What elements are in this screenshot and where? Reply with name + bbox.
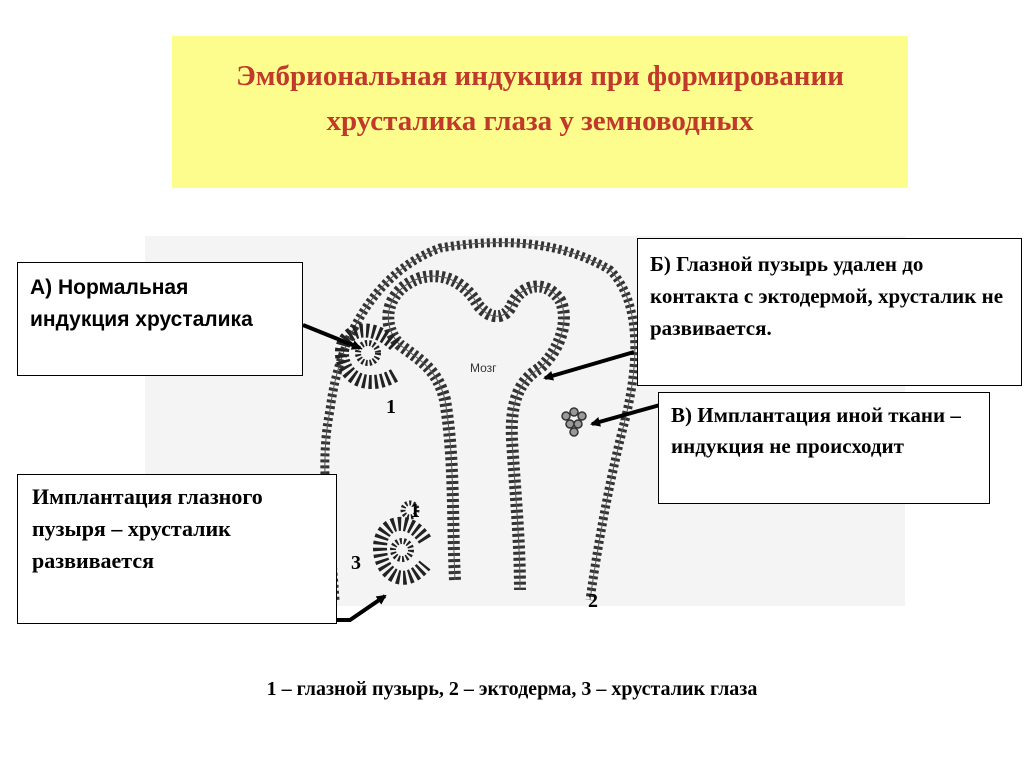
page-title: Эмбриональная индукция при формировании … bbox=[236, 60, 844, 137]
arrow-implant bbox=[336, 594, 387, 622]
brain-label: Мозг bbox=[470, 361, 497, 375]
neural-tube-line bbox=[387, 275, 565, 591]
lens-top bbox=[355, 340, 381, 366]
legend: 1 – глазной пузырь, 2 – эктодерма, 3 – х… bbox=[266, 678, 758, 700]
lens-implant bbox=[390, 538, 414, 562]
label-3: 3 bbox=[351, 552, 361, 574]
title-banner: Эмбриональная индукция при формировании … bbox=[172, 36, 908, 188]
arrow-v bbox=[590, 403, 661, 427]
arrow-a bbox=[302, 323, 362, 350]
box-normal-induction: А) Нормальная индукция хрусталика bbox=[17, 262, 303, 376]
box-eye-vesicle-removed: Б) Глазной пузырь удален до контакта с э… bbox=[637, 238, 1022, 386]
ectoderm-outer-line bbox=[324, 242, 636, 601]
box-other-tissue-implant: В) Имплантация иной ткани – индукция не … bbox=[658, 392, 990, 504]
other-tissue-cluster bbox=[561, 407, 587, 437]
arrow-b bbox=[543, 350, 635, 381]
optic-vesicle-small bbox=[400, 500, 420, 520]
label-1-bottom: 1 bbox=[410, 500, 420, 522]
box-vesicle-implant: Имплантация глазного пузыря – хрусталик … bbox=[17, 474, 337, 624]
optic-cup-top bbox=[335, 323, 400, 390]
label-2: 2 bbox=[588, 590, 598, 612]
label-1-top: 1 bbox=[386, 396, 396, 418]
